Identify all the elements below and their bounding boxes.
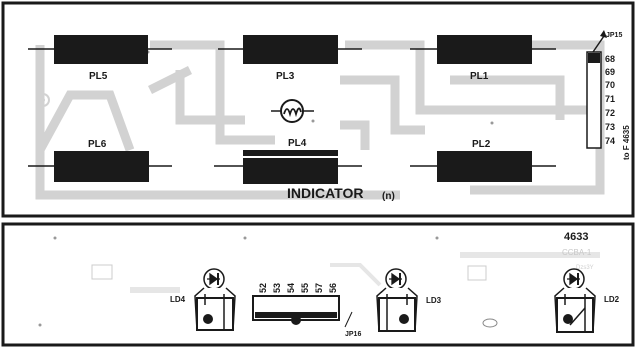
board-title-suffix: (n) <box>382 191 395 202</box>
connector-jp16: 52 53 54 55 57 56 JP16 <box>252 283 361 338</box>
resistor-label: PL1 <box>470 71 489 82</box>
jp16-label: JP16 <box>345 331 361 338</box>
jp15-pin: 73 <box>605 122 615 132</box>
connector-jp15: JP15 68 69 70 71 72 73 74 to F 4635 <box>586 30 631 160</box>
jp16-pin: 56 <box>328 283 338 293</box>
upper-board-outline <box>1 1 635 218</box>
jp16-pin: 54 <box>286 283 296 293</box>
lamp-symbol-icon <box>271 99 314 123</box>
resistor-pl5: PL5 <box>28 35 172 82</box>
led-ld4: LD4 <box>170 268 236 331</box>
resistor-pl3: PL3 <box>218 35 362 82</box>
jp15-pin: 74 <box>605 136 615 146</box>
jp15-pin: 71 <box>605 94 615 104</box>
lower-board-outline <box>1 222 635 347</box>
jp15-destination: to F 4635 <box>622 125 631 160</box>
jp15-pin: 72 <box>605 108 615 118</box>
jp15-pin: 69 <box>605 67 615 77</box>
jp16-pin: 55 <box>300 283 310 293</box>
jp16-pin: 52 <box>258 283 268 293</box>
silk-faint: CCBA-1 <box>562 248 592 257</box>
resistor-label: PL2 <box>472 139 491 150</box>
led-label: LD2 <box>604 295 620 304</box>
resistor-label: PL4 <box>288 138 307 149</box>
resistor-label: PL5 <box>89 71 108 82</box>
led-label: LD4 <box>170 295 186 304</box>
jp16-pin: 53 <box>272 283 282 293</box>
resistor-pl1: PL1 <box>410 35 556 82</box>
resistor-pl6: PL6 <box>28 139 172 182</box>
silk-faint-2: Dzs3Y <box>576 265 594 271</box>
led-ld3: LD3 <box>376 268 442 332</box>
resistor-label: PL3 <box>276 71 295 82</box>
jp15-pin: 68 <box>605 54 615 64</box>
jp15-label: JP15 <box>606 32 622 39</box>
jp15-pin: 70 <box>605 80 615 90</box>
led-label: LD3 <box>426 296 442 305</box>
led-ld2: LD2 <box>554 268 620 333</box>
resistor-pl2: PL2 <box>410 139 556 182</box>
resistor-label: PL6 <box>88 139 107 150</box>
jp16-pin: 57 <box>314 283 324 293</box>
board-title: INDICATOR <box>287 185 363 201</box>
resistor-pl4: PL4 <box>214 138 362 184</box>
board-number: 4633 <box>564 231 588 243</box>
